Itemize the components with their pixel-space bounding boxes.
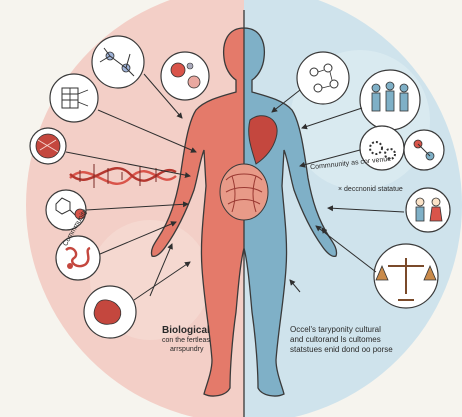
social-caption-line1: Occel's taryponity cultural [290, 325, 381, 334]
digestive-organs [220, 164, 268, 220]
biological-title: Biological [162, 325, 210, 337]
couple-icon [406, 188, 450, 232]
data-table-icon [50, 74, 98, 122]
social-status-label: × deccnonid statatue [338, 186, 403, 194]
molecule-cluster-icon [297, 52, 349, 104]
social-caption-line3: statstues enid dond oo porse [290, 345, 393, 354]
muscle-fiber-icon [30, 128, 66, 164]
balance-scale-icon [374, 244, 438, 308]
biological-subtitle-line1: con the fertleas [162, 337, 210, 345]
neuron-icon [92, 36, 144, 88]
people-group-icon [360, 70, 420, 130]
social-caption-line2: and cultorand ls cultomes [290, 335, 381, 344]
cell-organelle-icon [161, 52, 209, 100]
biological-subtitle-line2: arrspundry [170, 346, 203, 354]
gear-network-icon [404, 130, 444, 170]
cell-blob-icon [84, 286, 136, 338]
